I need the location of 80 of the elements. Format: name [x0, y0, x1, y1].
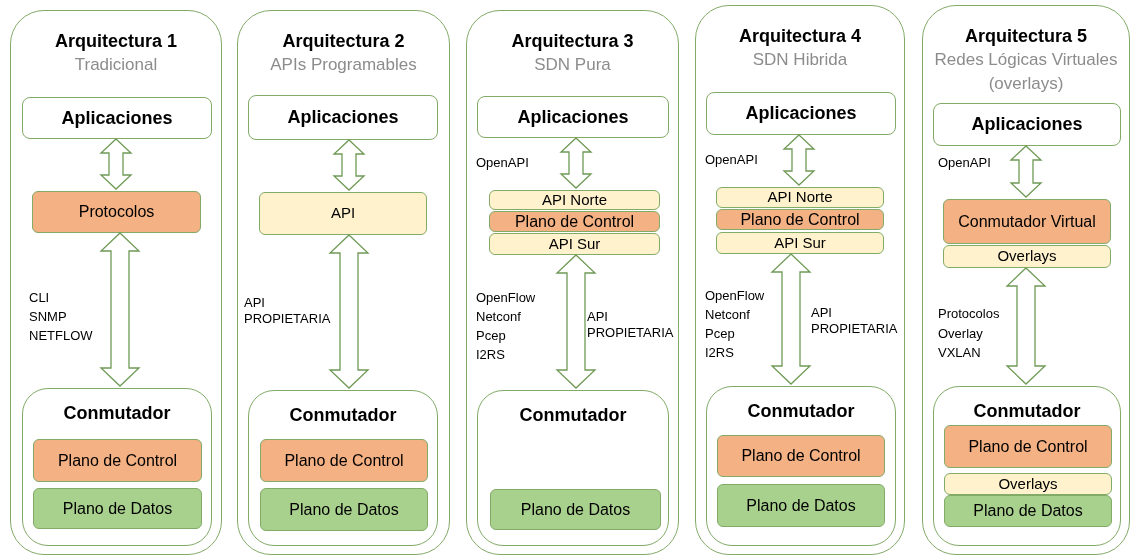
- architecture-panel: [922, 5, 1130, 555]
- double-arrow: [770, 253, 812, 385]
- container-title: Conmutador: [519, 404, 627, 427]
- layer-box: Plano de Control: [33, 439, 202, 482]
- layer-box: Aplicaciones: [706, 92, 896, 135]
- panel-subtitle: Redes Lógicas Virtuales (overlays): [933, 49, 1119, 95]
- protocol-label: OpenAPI: [476, 155, 530, 171]
- protocol-label: I2RS: [705, 345, 735, 361]
- layer-box: Plano de Control: [944, 425, 1112, 468]
- protocol-label: I2RS: [476, 347, 506, 363]
- layer-box: Aplicaciones: [248, 95, 438, 140]
- panel-title: Arquitectura 3: [511, 30, 634, 53]
- layer-box: Plano de Datos: [944, 495, 1112, 527]
- panel-title: Arquitectura 2: [282, 30, 405, 53]
- container-title: Conmutador: [63, 402, 171, 425]
- layer-box: Conmutador Virtual: [943, 199, 1111, 244]
- container-title: Conmutador: [973, 400, 1081, 423]
- protocol-label: Overlay: [938, 326, 984, 342]
- double-arrow: [332, 139, 366, 191]
- switch-container: [477, 390, 669, 546]
- protocol-label: OpenAPI: [705, 152, 759, 168]
- container-title: Conmutador: [747, 400, 855, 423]
- protocol-label: CLI: [29, 290, 51, 306]
- layer-box: Aplicaciones: [22, 97, 212, 139]
- double-arrow: [1009, 145, 1043, 198]
- switch-container: [933, 386, 1121, 546]
- layer-box: API: [259, 192, 427, 235]
- layer-box: API Sur: [716, 232, 884, 254]
- protocol-label: NETFLOW: [29, 328, 94, 344]
- double-arrow: [559, 137, 593, 189]
- protocol-label: Pcep: [476, 328, 507, 344]
- protocol-label: OpenAPI: [938, 155, 992, 171]
- panel-subtitle: Tradicional: [74, 54, 158, 76]
- protocol-label: Protocolos: [938, 306, 1001, 322]
- layer-box: Overlays: [943, 245, 1111, 268]
- double-arrow: [99, 138, 133, 190]
- architecture-panel: [466, 10, 679, 555]
- architecture-panel: [695, 5, 905, 555]
- double-arrow: [555, 254, 597, 389]
- container-title: Conmutador: [289, 404, 397, 427]
- layer-box: Overlays: [944, 473, 1112, 495]
- layer-box: Plano de Datos: [260, 488, 428, 531]
- layer-box: Aplicaciones: [933, 103, 1121, 146]
- double-arrow: [99, 232, 141, 387]
- panel-subtitle: SDN Pura: [534, 54, 611, 76]
- protocol-label: VXLAN: [938, 345, 982, 361]
- double-arrow: [782, 134, 816, 186]
- panel-title: Arquitectura 5: [965, 25, 1087, 48]
- architecture-panel: [10, 10, 222, 555]
- layer-box: Aplicaciones: [477, 96, 669, 138]
- protocol-label: API PROPIETARIA: [244, 295, 332, 327]
- protocol-label: API PROPIETARIA: [587, 309, 675, 341]
- layer-box: API Norte: [716, 187, 884, 208]
- architecture-panel: [237, 10, 450, 555]
- protocol-label: Netconf: [705, 307, 751, 323]
- protocol-label: SNMP: [29, 309, 68, 325]
- protocol-label: Pcep: [705, 326, 736, 342]
- protocol-label: Netconf: [476, 309, 522, 325]
- panel-title: Arquitectura 4: [739, 25, 861, 48]
- layer-box: Plano de Datos: [490, 489, 661, 530]
- switch-container: [706, 386, 896, 546]
- layer-box: Plano de Control: [716, 209, 884, 230]
- protocol-label: OpenFlow: [705, 288, 766, 304]
- layer-box: Plano de Datos: [33, 488, 202, 529]
- double-arrow: [328, 234, 370, 389]
- panel-title: Arquitectura 1: [55, 30, 177, 53]
- switch-container: [22, 388, 212, 546]
- switch-container: [248, 390, 438, 546]
- protocol-label: OpenFlow: [476, 290, 537, 306]
- layer-box: Plano de Control: [489, 211, 660, 232]
- layer-box: Protocolos: [32, 191, 201, 233]
- layer-box: API Sur: [489, 233, 660, 255]
- panel-subtitle: SDN Hibrida: [752, 49, 848, 71]
- layer-box: API Norte: [489, 190, 660, 210]
- layer-box: Plano de Control: [717, 435, 885, 477]
- double-arrow: [1005, 267, 1047, 385]
- layer-box: Plano de Control: [260, 439, 428, 482]
- layer-box: Plano de Datos: [717, 484, 885, 527]
- protocol-label: API PROPIETARIA: [811, 305, 899, 337]
- panel-subtitle: APIs Programables: [270, 54, 417, 76]
